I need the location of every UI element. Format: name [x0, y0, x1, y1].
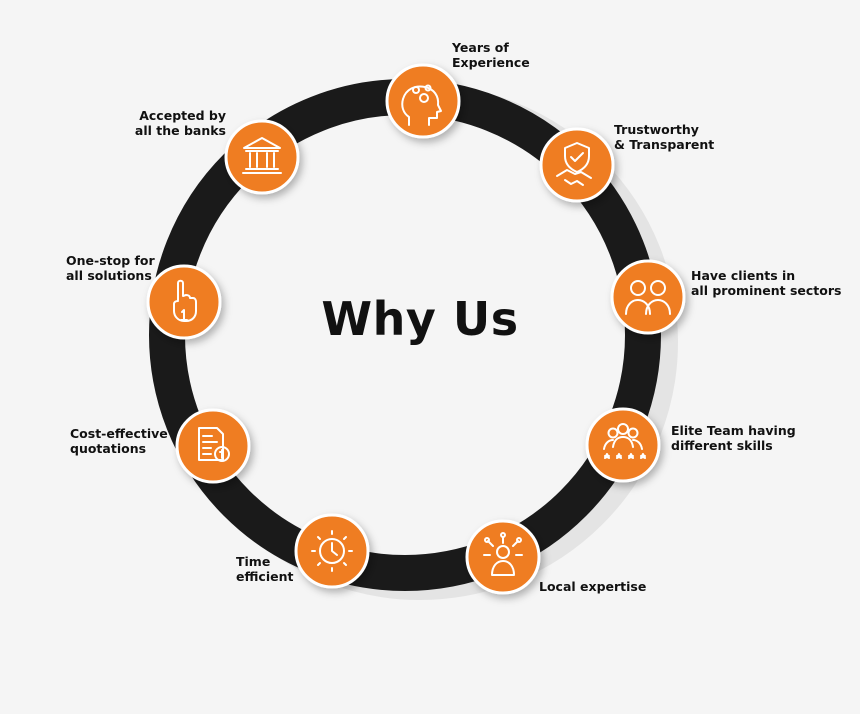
node-clients	[610, 259, 686, 335]
label-cost: Cost-effective quotations	[70, 426, 168, 456]
bank-icon	[242, 137, 282, 174]
finger-one-icon	[173, 279, 197, 322]
label-years: Years of Experience	[452, 40, 530, 70]
clients-group-icon	[625, 280, 671, 315]
node-years	[385, 63, 461, 139]
local-expert-icon	[483, 532, 523, 576]
node-trust	[539, 127, 615, 203]
label-trust: Trustworthy & Transparent	[614, 122, 715, 152]
quotation-document-icon	[198, 427, 230, 462]
label-team: Elite Team having different skills	[671, 423, 796, 453]
node-time	[294, 513, 370, 589]
label-onestop: One-stop for all solutions	[66, 253, 155, 283]
node-local	[465, 519, 541, 595]
diagram-title: Why Us	[321, 292, 519, 346]
node-onestop	[146, 264, 222, 340]
label-clients: Have clients in all prominent sectors	[691, 268, 842, 298]
gear-clock-icon	[311, 530, 353, 572]
node-cost	[175, 408, 251, 484]
node-team	[585, 407, 661, 483]
team-stars-icon	[603, 423, 646, 459]
label-local: Local expertise	[539, 579, 647, 594]
shield-handshake-icon	[556, 142, 592, 186]
head-gears-icon	[401, 84, 442, 126]
label-time: Time efficient	[236, 554, 294, 584]
label-banks: Accepted by all the banks	[134, 108, 226, 138]
node-banks	[224, 119, 300, 195]
